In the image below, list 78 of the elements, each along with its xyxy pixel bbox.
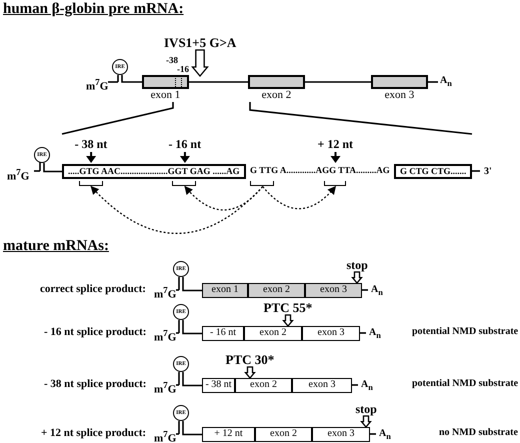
rna-line: [121, 75, 142, 83]
exon-segment: [235, 378, 292, 393]
splice-site-label: - 38 nt: [74, 138, 108, 152]
bracket: [172, 181, 196, 186]
exon-segment: [202, 427, 255, 442]
exon-label: exon 3: [328, 428, 354, 439]
exon-segment: [202, 283, 248, 298]
section-heading: human β-globin pre mRNA:: [3, 1, 184, 18]
rna-line: [189, 81, 248, 83]
poly-a-label: A$_{n}$: [440, 75, 452, 88]
sequence-text: G CTG CTG.......: [400, 166, 466, 176]
row-label: - 38 nt splice product:: [44, 378, 146, 390]
bracket: [250, 181, 274, 186]
cap-label: m$^{7}$G: [154, 380, 176, 396]
block-arrow: [351, 271, 363, 284]
splice-site-label: - 16 nt: [168, 138, 202, 152]
exon-segment: [202, 326, 244, 341]
marker-label: PTC 30*: [226, 353, 274, 368]
outcome-label: potential NMD substrate: [412, 378, 518, 389]
marker-label: IVS1+5 G>A: [164, 36, 236, 50]
exon-segment: [248, 283, 305, 298]
exon-label: - 16 nt: [210, 327, 236, 338]
cap-label: m$^{7}$G: [7, 167, 30, 183]
exon-label: - 38 nt: [205, 379, 232, 390]
block-arrow: [191, 49, 209, 78]
splice-site-label: + 12 nt: [318, 138, 354, 152]
cap-label: m$^{7}$G: [154, 285, 176, 301]
position-label: -38: [166, 56, 178, 66]
rna-line: [182, 277, 202, 292]
exon-label: exon 3: [308, 379, 336, 390]
exon-label: exon 1: [150, 89, 182, 102]
block-arrow: [244, 366, 256, 380]
outcome-label: potential NMD substrate: [412, 326, 518, 337]
position-label: -16: [177, 65, 189, 75]
exon-label: exon 2: [250, 379, 277, 390]
row-label: + 12 nt splice product:: [41, 427, 146, 440]
marker-label: PTC 55*: [264, 301, 312, 316]
marker-label: stop: [346, 259, 368, 272]
rna-line: [182, 320, 202, 334]
rna-line: [182, 421, 202, 436]
exon-segment: [244, 326, 302, 341]
exon-label: exon 2: [263, 284, 290, 295]
rna-line: [182, 372, 202, 386]
exon-label: exon 3: [320, 284, 347, 295]
dotted-arrow: [262, 186, 336, 210]
sequence-text: .....GTG AAC.....................GGT GAG ......AG: [68, 166, 240, 176]
exon-label: exon 2: [260, 327, 286, 338]
exon-label: exon 1: [212, 284, 238, 295]
poly-a-label: A$_{n}$: [371, 284, 383, 298]
exon-label: exon 2: [270, 428, 297, 439]
bracket: [78, 181, 103, 186]
block-arrow: [282, 314, 294, 328]
section-heading: mature mRNAs:: [3, 238, 109, 254]
exon-segment: [255, 427, 312, 442]
exon-label: exon 3: [318, 327, 344, 338]
rna-line: [305, 81, 371, 83]
outcome-label: no NMD substrate: [439, 427, 518, 438]
exon-box: [62, 164, 246, 179]
poly-a-label: A$_{n}$: [379, 428, 391, 442]
end-label: 3': [484, 166, 492, 177]
marker-label: stop: [356, 403, 377, 416]
exon-label: + 12 nt: [214, 428, 243, 439]
poly-a-label: A$_{n}$: [369, 327, 381, 340]
dotted-arrow: [90, 186, 264, 234]
sequence-text: G TTG A.............AGG TTA.........AG: [250, 166, 390, 176]
rna-line: [43, 163, 62, 172]
exon-label: exon 2: [260, 89, 292, 102]
cap-label: m$^{7}$G: [154, 429, 176, 443]
block-arrow: [360, 415, 372, 428]
exon-label: exon 3: [384, 89, 416, 102]
bracket: [324, 181, 346, 186]
row-label: correct splice product:: [40, 283, 146, 296]
exon-segment: [202, 378, 235, 393]
cap-label: m$^{7}$G: [86, 77, 108, 93]
dotted-arrow: [184, 186, 264, 210]
poly-a-label: A$_{n}$: [361, 379, 373, 392]
cap-label: m$^{7}$G: [154, 328, 176, 344]
row-label: - 16 nt splice product:: [44, 326, 146, 338]
